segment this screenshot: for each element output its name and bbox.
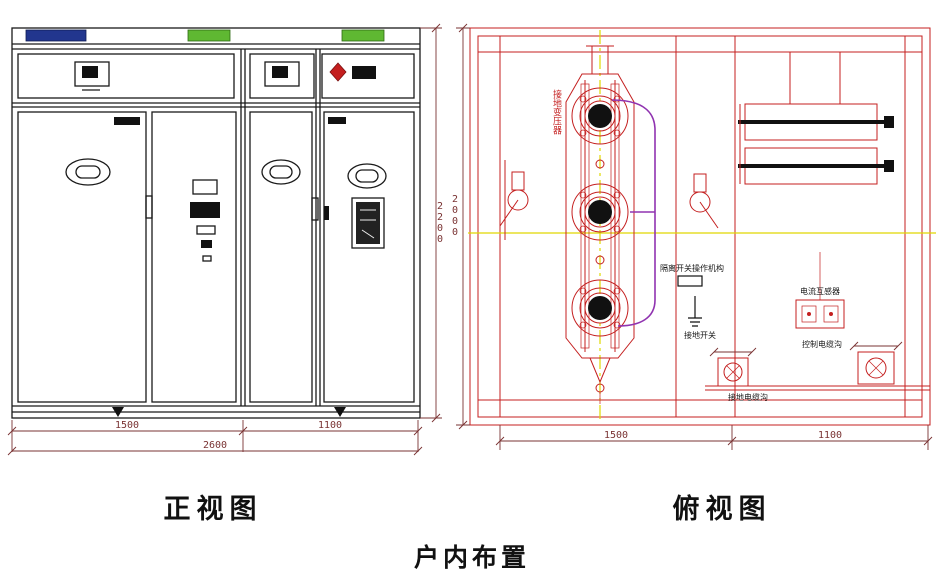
top-view-caption: 俯视图	[673, 493, 772, 525]
door-handle	[324, 206, 329, 220]
resistor-bank-upper	[738, 103, 894, 141]
base-arrow-icon	[334, 407, 346, 417]
top-view-dimensions: 1500 1100 2000	[450, 23, 933, 450]
dim-depth-left: 1500	[604, 430, 628, 441]
wiring-run	[611, 99, 656, 327]
front-view-caption: 正视图	[164, 494, 263, 525]
label-earth-switch: 接地开关	[684, 330, 716, 340]
phase-bushing	[571, 87, 629, 145]
dim-width-right: 1100	[318, 420, 342, 431]
top-view-drawing: 接地变压器 隔离开关操作机构 接地开关 电流互感器 控制电缆沟 接地电缆沟 15…	[450, 23, 936, 450]
phase-bushing	[571, 279, 629, 337]
centerlines	[468, 30, 936, 423]
base-arrow-icon	[112, 407, 124, 417]
grounding-transformer-assembly	[565, 45, 635, 404]
dim-depth-right: 1100	[818, 430, 842, 441]
control-button	[201, 240, 212, 248]
front-view-drawing: 1500 1100 2600 2200	[7, 23, 446, 456]
label-disconnector-mechanism: 隔离开关操作机构	[660, 263, 724, 273]
operating-mechanism-right	[689, 173, 719, 229]
cabinet-left-section	[17, 53, 237, 417]
green-indicator-strip-right	[341, 29, 385, 42]
earth-switch-symbol	[677, 275, 703, 327]
meter-screen-icon	[82, 66, 98, 78]
control-display	[190, 202, 220, 218]
green-indicator-strip-left	[187, 29, 231, 42]
dim-depth: 2000	[450, 194, 461, 238]
cable-trench-entries	[705, 341, 930, 391]
dim-width-left: 1500	[115, 420, 139, 431]
mimic-diagram-panel	[356, 202, 380, 244]
label-earth-cable-trench: 接地电缆沟	[728, 392, 768, 402]
dim-height: 2200	[435, 201, 446, 245]
operating-mechanism-left	[499, 160, 529, 240]
door-nameplate	[328, 117, 346, 124]
label-control-cable-trench: 控制电缆沟	[802, 339, 842, 349]
front-view-dimensions: 1500 1100 2600 2200	[7, 23, 446, 456]
base-frame	[469, 27, 931, 426]
door-nameplate	[114, 117, 140, 125]
resistor-bank-lower	[738, 147, 894, 185]
label-grounding-transformer: 接地变压器	[551, 88, 562, 134]
bank-connections	[739, 52, 841, 184]
cabinet-shell	[11, 27, 421, 419]
dim-width-total: 2600	[203, 440, 227, 451]
phase-bushing	[571, 183, 629, 241]
warning-diamond-icon	[329, 62, 347, 82]
current-transformer-box	[795, 252, 845, 329]
nameplate-blue-strip	[25, 29, 87, 42]
meter-screen-icon	[272, 66, 288, 78]
label-current-transformer: 电流互感器	[800, 286, 840, 296]
label-plate	[352, 66, 376, 79]
cabinet-right-section	[249, 53, 415, 417]
sheet-title: 户内布置	[414, 543, 530, 572]
